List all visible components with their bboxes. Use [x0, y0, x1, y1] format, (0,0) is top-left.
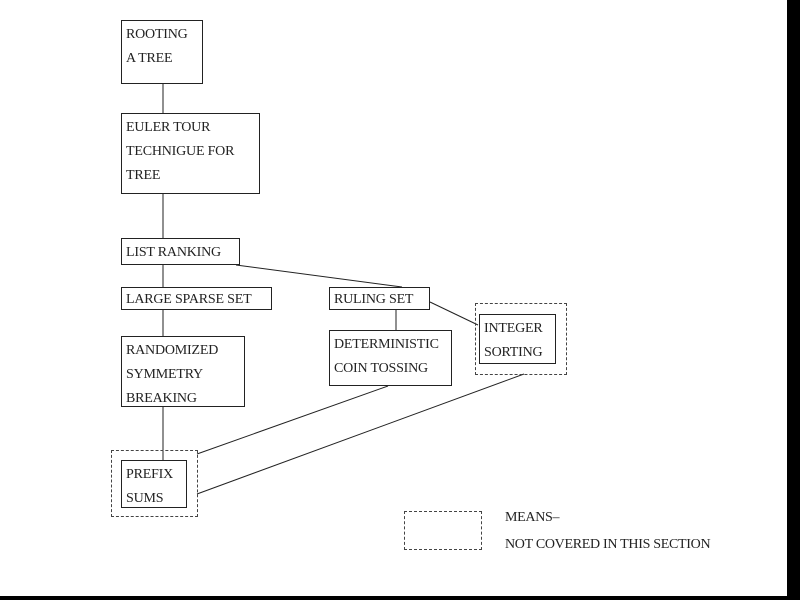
node-label: BREAKING: [126, 391, 197, 406]
node-euler-tour: EULER TOUR TECHNIGUE FOR TREE: [121, 113, 260, 194]
legend-not-covered-label: NOT COVERED IN THIS SECTION: [505, 537, 711, 552]
node-list-ranking: LIST RANKING: [121, 238, 240, 265]
not-covered-frame-prefix: [111, 450, 198, 517]
node-label: COIN TOSSING: [334, 361, 428, 376]
node-randomized-symmetry-breaking: RANDOMIZED SYMMETRY BREAKING: [121, 336, 245, 407]
edge-integer-prefix: [196, 373, 525, 495]
node-label: A TREE: [126, 51, 173, 66]
node-integer-sorting: INTEGER SORTING: [479, 314, 556, 364]
bottom-frame-bar: [0, 596, 800, 600]
node-label: SYMMETRY: [126, 367, 203, 382]
node-label: SORTING: [484, 345, 543, 360]
edge-rulingset-integer: [429, 301, 479, 326]
not-covered-frame-integer: [475, 303, 567, 375]
node-label: ROOTING: [126, 27, 188, 42]
node-label: INTEGER: [484, 321, 543, 336]
node-label: RANDOMIZED: [126, 343, 219, 358]
legend-means-label: MEANS–: [505, 510, 560, 525]
node-label: TREE: [126, 168, 161, 183]
node-rooting-tree: ROOTING A TREE: [121, 20, 203, 84]
node-label: SUMS: [126, 491, 164, 506]
node-label: LIST RANKING: [126, 245, 221, 260]
node-prefix-sums: PREFIX SUMS: [121, 460, 187, 508]
node-ruling-set: RULING SET: [329, 287, 430, 310]
node-deterministic-coin-tossing: DETERMINISTIC COIN TOSSING: [329, 330, 452, 386]
edge-listranking-rulingset: [235, 264, 403, 288]
node-label: RULING SET: [334, 292, 414, 307]
node-label: LARGE SPARSE SET: [126, 292, 252, 307]
legend-dashed-sample: [404, 511, 482, 550]
right-frame-bar: [787, 0, 800, 600]
node-label: DETERMINISTIC: [334, 337, 439, 352]
node-label: EULER TOUR: [126, 120, 211, 135]
node-large-sparse-set: LARGE SPARSE SET: [121, 287, 272, 310]
node-label: TECHNIGUE FOR: [126, 144, 235, 159]
node-label: PREFIX: [126, 467, 174, 482]
edge-deterministic-prefix: [196, 385, 389, 455]
